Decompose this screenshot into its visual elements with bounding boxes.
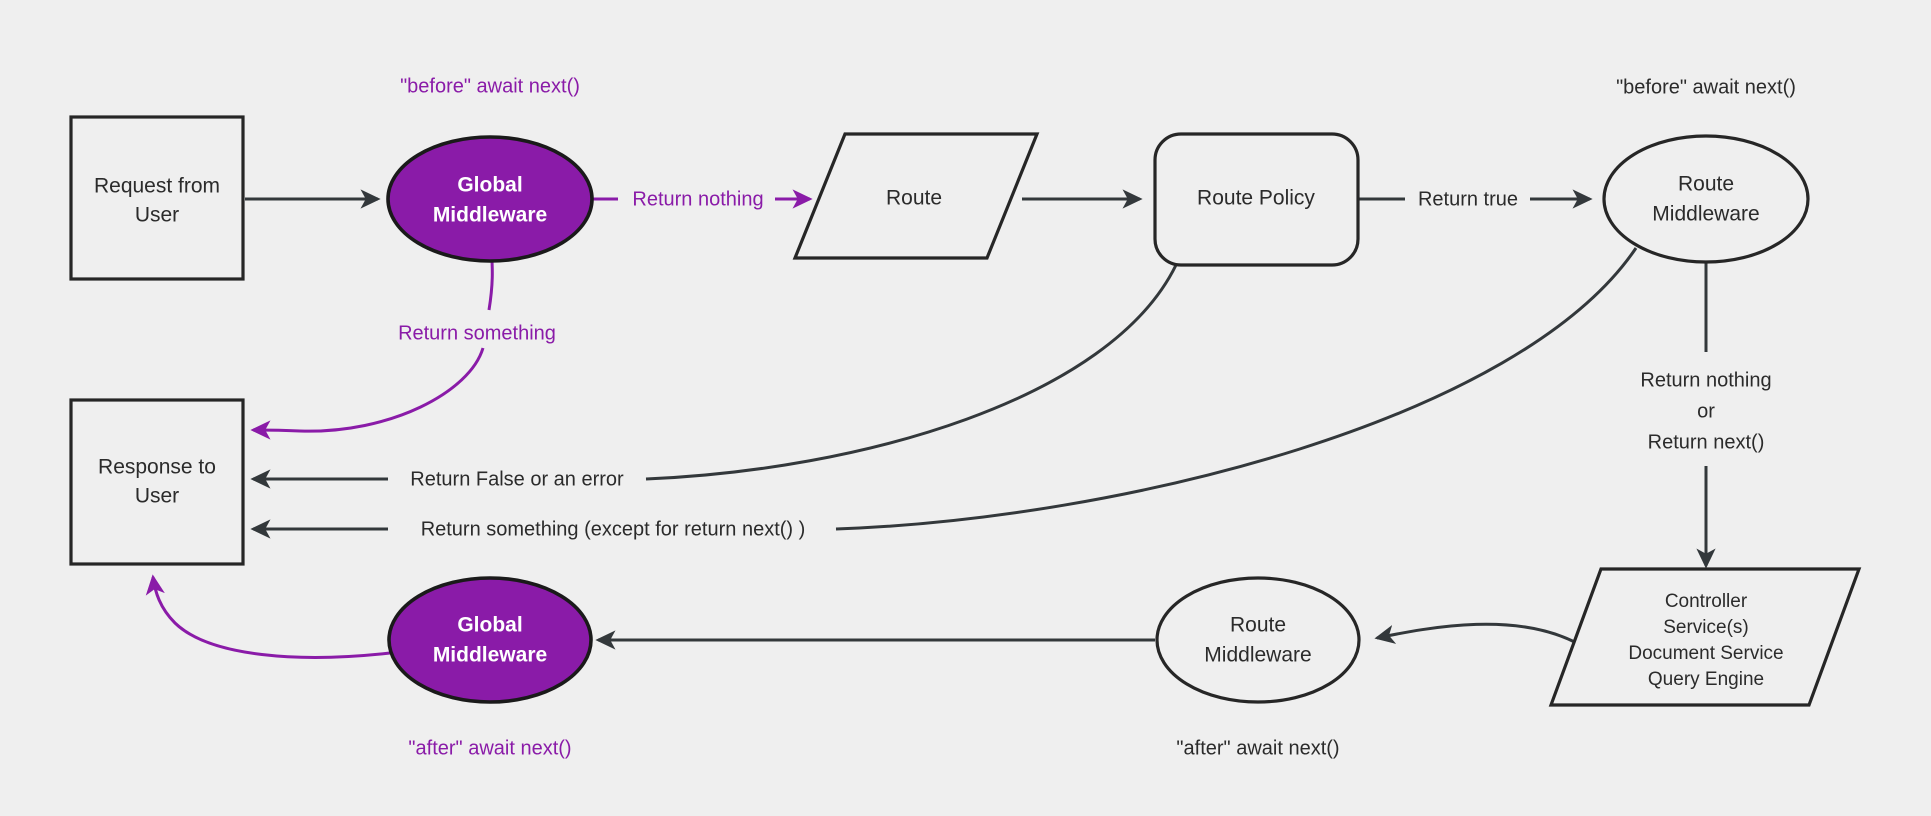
node-label-global-middleware-bottom-line2: Middleware [433,644,547,667]
edge-label-return-false-or-error: Return False or an error [410,468,624,490]
node-label-controller-line3: Document Service [1628,643,1783,664]
node-label-controller-line2: Service(s) [1663,617,1749,638]
edge-label-return-nothing: Return nothing [632,188,763,210]
node-label-controller-line4: Query Engine [1648,669,1764,690]
node-global-middleware-bottom[interactable]: Global Middleware [387,576,593,704]
edge-label-return-something: Return something [398,322,556,344]
node-route-policy[interactable]: Route Policy [1153,132,1360,267]
edge-label-return-true: Return true [1418,188,1518,210]
edge-global-middleware-to-response: Return something [250,245,556,440]
edge-label-return-something-except: Return something (except for return next… [421,518,806,540]
node-route-middleware-top[interactable]: Route Middleware [1602,134,1810,264]
edge-global-middleware-to-route: Return nothing [592,188,813,210]
node-label-response-line1: Response to [98,456,216,479]
edge-global-middleware-bottom-to-response [145,574,391,659]
node-label-global-middleware-bottom-line1: Global [457,614,522,637]
node-label-controller-line1: Controller [1665,591,1748,612]
node-label-global-middleware-top-line1: Global [457,174,522,197]
node-response-to-user[interactable]: Response to User [69,398,245,566]
node-route[interactable]: Route [792,132,1040,260]
node-controller-services[interactable]: Controller Service(s) Document Service Q… [1548,567,1862,707]
node-global-middleware-top[interactable]: Global Middleware [386,135,594,263]
annotation-after-await-next-global: "after" await next() [408,737,571,759]
node-label-route: Route [886,187,942,210]
edge-label-return-nothing-2: Return nothing [1640,369,1771,391]
node-label-request-line1: Request from [94,175,220,198]
edge-route-policy-to-response: Return False or an error [250,264,1178,490]
node-label-route-middleware-top-line2: Middleware [1652,203,1759,226]
annotation-before-await-next-route: "before" await next() [1616,76,1796,98]
node-label-request-line2: User [135,204,179,227]
edge-label-or: or [1697,400,1715,422]
node-route-middleware-bottom[interactable]: Route Middleware [1155,576,1361,704]
annotation-before-await-next-global: "before" await next() [400,75,580,97]
node-label-response-line2: User [135,485,179,508]
node-label-route-policy: Route Policy [1197,187,1315,210]
edge-route-middleware-to-controller: Return nothing or Return next() [1640,262,1772,569]
node-label-route-middleware-bottom-line2: Middleware [1204,644,1311,667]
edge-route-policy-to-route-middleware: Return true [1358,188,1593,210]
edge-controller-to-route-middleware-bottom [1374,622,1583,648]
node-label-route-middleware-top-line1: Route [1678,173,1734,196]
node-label-route-middleware-bottom-line1: Route [1230,614,1286,637]
node-request-from-user[interactable]: Request from User [69,115,245,281]
node-label-global-middleware-top-line2: Middleware [433,204,547,227]
annotation-after-await-next-route: "after" await next() [1176,737,1339,759]
edge-label-return-next: Return next() [1648,431,1765,453]
edge-route-middleware-to-response: Return something (except for return next… [250,247,1638,540]
